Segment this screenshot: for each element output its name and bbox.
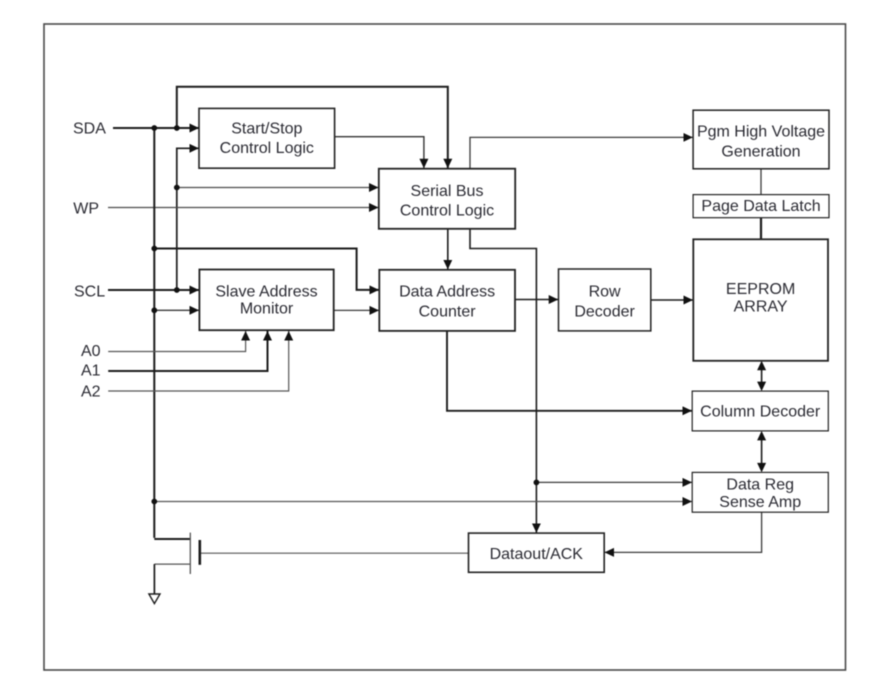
svg-text:A1: A1 (81, 362, 101, 379)
svg-text:SCL: SCL (74, 284, 105, 301)
svg-text:Start/Stop: Start/Stop (231, 121, 302, 138)
svg-text:A0: A0 (81, 343, 101, 360)
svg-text:Decoder: Decoder (574, 304, 635, 321)
svg-text:WP: WP (73, 200, 99, 217)
svg-text:Counter: Counter (419, 304, 477, 321)
svg-text:A2: A2 (81, 383, 101, 400)
svg-text:Control Logic: Control Logic (220, 140, 314, 157)
svg-text:Row: Row (589, 284, 621, 301)
svg-text:Generation: Generation (721, 143, 800, 160)
svg-text:ARRAY: ARRAY (734, 299, 788, 316)
svg-text:Page Data Latch: Page Data Latch (701, 198, 820, 215)
svg-text:Column Decoder: Column Decoder (700, 404, 821, 421)
svg-text:Sense Amp: Sense Amp (719, 494, 801, 511)
svg-text:Control Logic: Control Logic (400, 203, 494, 220)
svg-text:Monitor: Monitor (240, 301, 294, 318)
svg-text:SDA: SDA (73, 121, 106, 138)
svg-text:EEPROM: EEPROM (726, 281, 795, 298)
svg-text:Data Reg: Data Reg (726, 477, 794, 494)
svg-text:Pgm High Voltage: Pgm High Voltage (697, 124, 825, 141)
svg-text:Serial Bus: Serial Bus (411, 183, 484, 200)
svg-text:Dataout/ACK: Dataout/ACK (490, 546, 584, 563)
svg-text:Slave Address: Slave Address (215, 284, 317, 301)
svg-text:Data Address: Data Address (399, 284, 495, 301)
